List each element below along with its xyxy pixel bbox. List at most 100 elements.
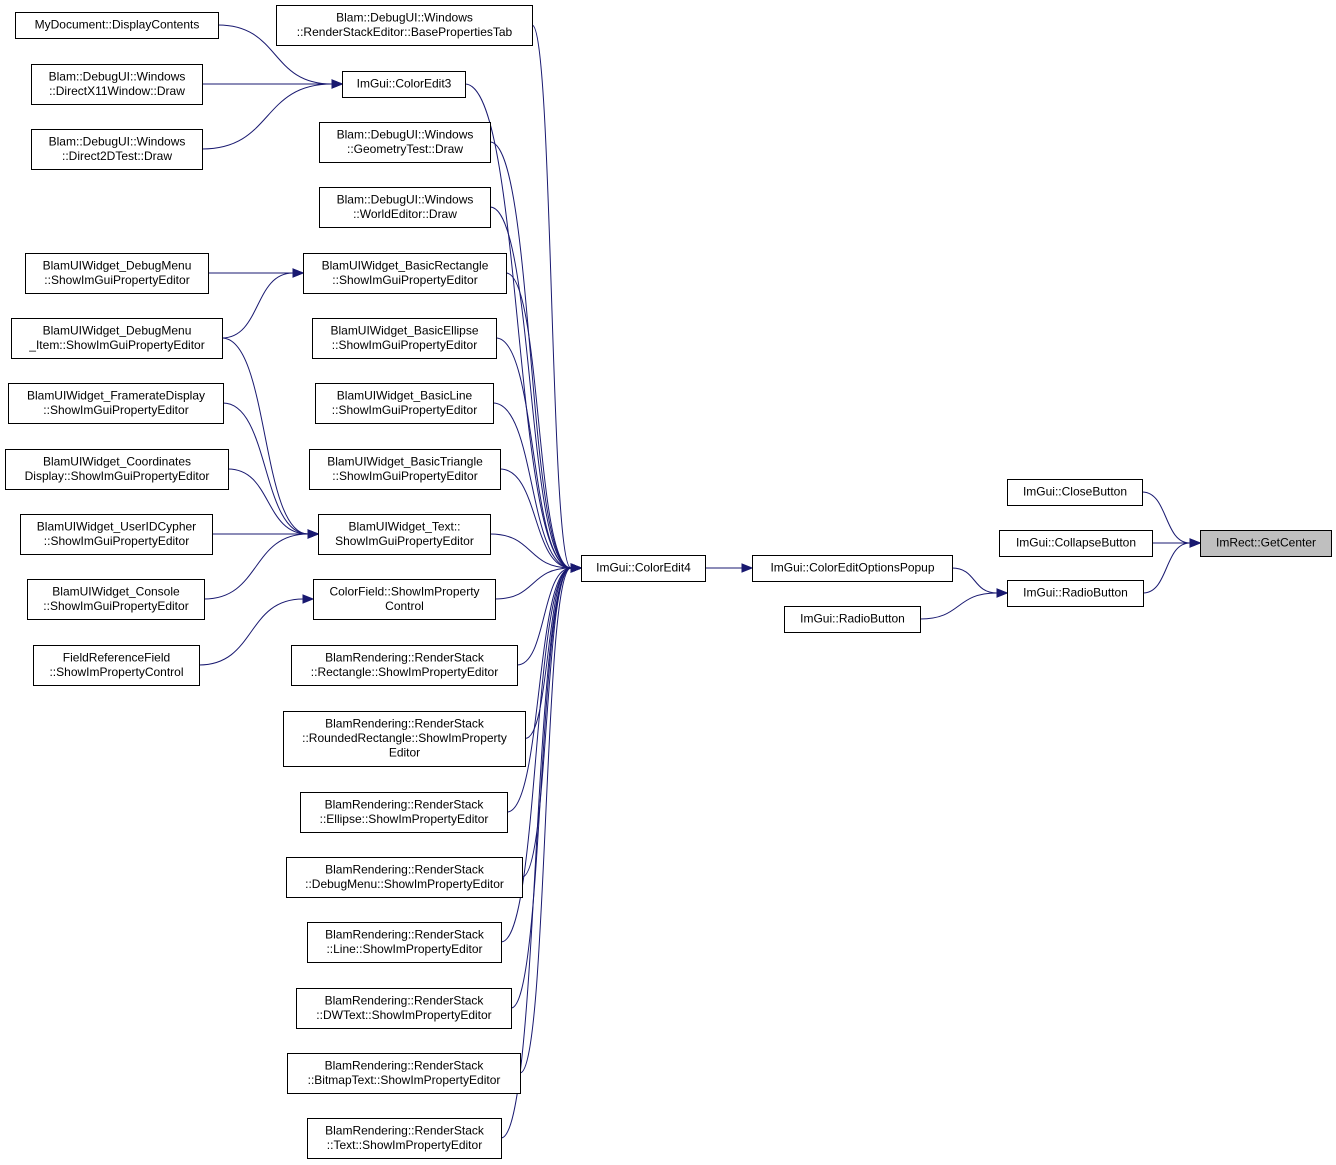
- node-label-line: ::ShowImGuiPropertyEditor: [44, 273, 189, 287]
- node-box: [319, 122, 491, 163]
- node-box: [20, 514, 213, 555]
- node-baseprops[interactable]: Blam::DebugUI::Windows::RenderStackEdito…: [276, 5, 533, 46]
- edge-baseprops-to-coloredit4: [531, 24, 572, 569]
- node-fieldref[interactable]: FieldReferenceField::ShowImPropertyContr…: [33, 645, 200, 686]
- arrowhead-icon: [1189, 538, 1202, 548]
- node-box: [286, 857, 523, 898]
- node-label-line: BlamRendering::RenderStack: [325, 927, 485, 941]
- node-box: [31, 64, 203, 105]
- node-framerate[interactable]: BlamUIWidget_FramerateDisplay::ShowImGui…: [8, 383, 224, 424]
- node-label-line: ShowImGuiPropertyEditor: [335, 534, 474, 548]
- edge-colorfield-to-coloredit4: [494, 567, 572, 600]
- node-rs_dbgmenu[interactable]: BlamRendering::RenderStack::DebugMenu::S…: [286, 857, 523, 898]
- edge-geomtest-to-coloredit4: [489, 141, 572, 569]
- node-label-line: BlamUIWidget_DebugMenu: [43, 323, 192, 337]
- node-mydoc[interactable]: MyDocument::DisplayContents: [15, 12, 219, 39]
- arrowhead-icon: [996, 588, 1009, 598]
- arrowhead-icon: [292, 268, 305, 278]
- node-label-line: ::ShowImGuiPropertyEditor: [332, 338, 477, 352]
- node-box: [300, 792, 508, 833]
- node-label-line: ::Ellipse::ShowImPropertyEditor: [320, 812, 489, 826]
- node-label-line: Display::ShowImGuiPropertyEditor: [25, 469, 210, 483]
- edge-framerate-to-text: [222, 402, 309, 535]
- node-rs_dwtext[interactable]: BlamRendering::RenderStack::DWText::Show…: [296, 988, 512, 1029]
- node-box: [307, 1118, 502, 1159]
- node-label-line: Blam::DebugUI::Windows: [336, 10, 473, 24]
- edge-basicline-to-coloredit4: [492, 402, 572, 569]
- node-box: [296, 988, 512, 1029]
- node-geomtest[interactable]: Blam::DebugUI::Windows::GeometryTest::Dr…: [319, 122, 491, 163]
- node-label-line: ImGui::CollapseButton: [1016, 536, 1136, 550]
- node-basicrect[interactable]: BlamUIWidget_BasicRectangle::ShowImGuiPr…: [303, 253, 507, 294]
- node-coloredit4[interactable]: ImGui::ColorEdit4: [581, 555, 706, 582]
- node-radiobtn1[interactable]: ImGui::RadioButton: [784, 606, 921, 633]
- node-box: [315, 383, 494, 424]
- edge-dbgmenuitem-to-basicrect: [221, 272, 294, 339]
- node-coloredit3[interactable]: ImGui::ColorEdit3: [342, 71, 466, 98]
- node-rs_rrect[interactable]: BlamRendering::RenderStack::RoundedRecta…: [283, 711, 526, 767]
- node-box: [15, 12, 219, 39]
- node-label-line: Blam::DebugUI::Windows: [49, 134, 186, 148]
- node-useridc[interactable]: BlamUIWidget_UserIDCypher::ShowImGuiProp…: [20, 514, 213, 555]
- edge-rs_rrect-to-coloredit4: [524, 567, 572, 739]
- node-label-line: BlamRendering::RenderStack: [325, 1058, 485, 1072]
- edge-mydoc-to-coloredit3: [217, 24, 333, 85]
- node-label-line: ::ShowImGuiPropertyEditor: [43, 403, 188, 417]
- node-label-line: ImGui::CloseButton: [1023, 485, 1127, 499]
- node-basicellipse[interactable]: BlamUIWidget_BasicEllipse::ShowImGuiProp…: [312, 318, 497, 359]
- node-label-line: BlamUIWidget_FramerateDisplay: [27, 388, 205, 402]
- edge-rs_text-to-coloredit4: [500, 567, 572, 1139]
- node-box: [1007, 580, 1144, 607]
- node-label-line: Editor: [389, 746, 420, 760]
- node-label-line: BlamRendering::RenderStack: [325, 650, 485, 664]
- node-collapsebtn[interactable]: ImGui::CollapseButton: [999, 530, 1153, 557]
- node-console[interactable]: BlamUIWidget_Console::ShowImGuiPropertyE…: [27, 579, 205, 620]
- node-coords[interactable]: BlamUIWidget_CoordinatesDisplay::ShowImG…: [5, 449, 229, 490]
- node-worldeditor[interactable]: Blam::DebugUI::Windows::WorldEditor::Dra…: [319, 187, 491, 228]
- edge-rs_line-to-coloredit4: [500, 567, 572, 943]
- node-label-line: ColorField::ShowImProperty: [329, 584, 479, 598]
- node-label-line: ImGui::RadioButton: [1023, 586, 1128, 600]
- node-dbgmenuitem[interactable]: BlamUIWidget_DebugMenu_Item::ShowImGuiPr…: [11, 318, 223, 359]
- node-getcenter: ImRect::GetCenter: [1200, 530, 1332, 557]
- node-label-line: ::ShowImGuiPropertyEditor: [44, 534, 189, 548]
- node-box: [33, 645, 200, 686]
- node-dx11[interactable]: Blam::DebugUI::Windows::DirectX11Window:…: [31, 64, 203, 105]
- node-box: [5, 449, 229, 490]
- node-rs_rect[interactable]: BlamRendering::RenderStack::Rectangle::S…: [291, 645, 518, 686]
- node-basictriangle[interactable]: BlamUIWidget_BasicTriangle::ShowImGuiPro…: [309, 449, 501, 490]
- node-label-line: ::Rectangle::ShowImPropertyEditor: [311, 665, 498, 679]
- edge-rs_dbgmenu-to-coloredit4: [521, 567, 572, 878]
- node-ceopopup[interactable]: ImGui::ColorEditOptionsPopup: [752, 555, 953, 582]
- node-label-line: ::GeometryTest::Draw: [347, 142, 463, 156]
- node-rs_ellipse[interactable]: BlamRendering::RenderStack::Ellipse::Sho…: [300, 792, 508, 833]
- node-label-line: ImGui::ColorEdit4: [596, 561, 691, 575]
- node-label-line: BlamRendering::RenderStack: [325, 797, 485, 811]
- node-colorfield[interactable]: ColorField::ShowImPropertyControl: [313, 579, 496, 620]
- node-dbgmenu[interactable]: BlamUIWidget_DebugMenu::ShowImGuiPropert…: [25, 253, 209, 294]
- edge-worldeditor-to-coloredit4: [489, 206, 572, 569]
- edge-dbgmenuitem-to-text: [221, 337, 309, 535]
- node-box: [581, 555, 706, 582]
- node-rs_bitmap[interactable]: BlamRendering::RenderStack::BitmapText::…: [287, 1053, 521, 1094]
- node-text[interactable]: BlamUIWidget_Text::ShowImGuiPropertyEdit…: [318, 514, 491, 555]
- node-label-line: BlamUIWidget_BasicTriangle: [327, 454, 483, 468]
- node-box: [8, 383, 224, 424]
- node-label-line: FieldReferenceField: [63, 650, 170, 664]
- node-rs_text[interactable]: BlamRendering::RenderStack::Text::ShowIm…: [307, 1118, 502, 1159]
- node-box: [276, 5, 533, 46]
- node-basicline[interactable]: BlamUIWidget_BasicLine::ShowImGuiPropert…: [315, 383, 494, 424]
- node-label-line: BlamUIWidget_BasicRectangle: [322, 258, 489, 272]
- node-rs_line[interactable]: BlamRendering::RenderStack::Line::ShowIm…: [307, 922, 502, 963]
- node-label-line: BlamUIWidget_BasicLine: [337, 388, 473, 402]
- node-radiobtn2[interactable]: ImGui::RadioButton: [1007, 580, 1144, 607]
- node-box: [287, 1053, 521, 1094]
- node-label-line: BlamUIWidget_DebugMenu: [43, 258, 192, 272]
- arrowhead-icon: [741, 563, 754, 573]
- node-label-line: BlamUIWidget_Text::: [348, 519, 460, 533]
- node-closebtn[interactable]: ImGui::CloseButton: [1007, 479, 1143, 506]
- node-box: [784, 606, 921, 633]
- node-label-line: ImGui::RadioButton: [800, 612, 905, 626]
- node-box: [999, 530, 1153, 557]
- node-d2d[interactable]: Blam::DebugUI::Windows::Direct2DTest::Dr…: [31, 129, 203, 170]
